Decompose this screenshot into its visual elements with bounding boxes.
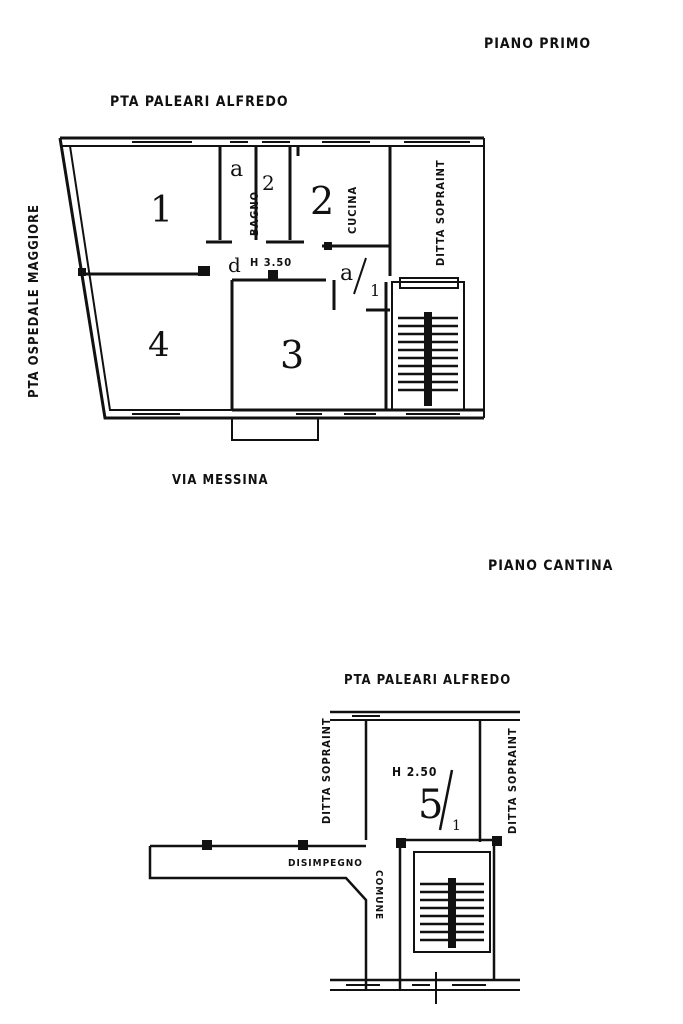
lower-street-top: PTA PALEARI ALFREDO [344,673,511,688]
lower-door-posts [202,836,502,850]
room-3-number: 3 [280,333,304,377]
lower-height-mark: H 2.50 [392,765,437,779]
room-4-number: 4 [148,325,170,365]
lower-plan: PIANO CANTINA PTA PALEARI ALFREDO [148,558,613,1004]
upper-inner-walls [80,146,392,410]
upper-balcony [231,417,319,441]
upper-height-mark: H 3.50 [250,256,292,269]
mark-a-bagno: a [230,157,243,182]
room-1-number: 1 [150,190,173,231]
fraction-slash-lower [438,769,454,831]
disimpegno-label: DISIMPEGNO [288,858,363,869]
room-5-number: 5 [418,782,443,828]
lower-neighbor-right: DITTA SOPRAINT [506,727,519,834]
lower-plan-title: PIANO CANTINA [488,558,613,574]
upper-street-left: PTA OSPEDALE MAGGIORE [27,204,42,398]
upper-door-posts [78,242,332,280]
upper-street-bottom: VIA MESSINA [172,473,269,488]
lower-walls [148,710,520,991]
lower-staircase [413,851,491,953]
lower-windows [346,715,486,1004]
fraction-slash-upper [353,257,367,295]
upper-neighbor-label: DITTA SOPRAINT [434,159,447,266]
upper-street-top: PTA PALEARI ALFREDO [110,94,289,110]
mark-d: d [228,253,241,277]
upper-plan-title: PIANO PRIMO [484,36,591,52]
mark-frac-upper: 1 [370,281,380,300]
room-bagno-label: BAGNO [248,191,261,236]
lower-neighbor-left: DITTA SOPRAINT [320,717,333,824]
mark-a-cucina: a [340,261,353,286]
room-2-number: 2 [310,179,334,223]
room-2b-number: 2 [262,171,275,195]
comune-label: COMUNE [373,870,384,920]
room-cucina-label: CUCINA [346,186,359,234]
upper-plan: PIANO PRIMO PTA PALEARI ALFREDO PTA OSPE… [27,36,591,488]
upper-staircase [391,277,465,411]
mark-frac-lower: 1 [452,818,461,834]
